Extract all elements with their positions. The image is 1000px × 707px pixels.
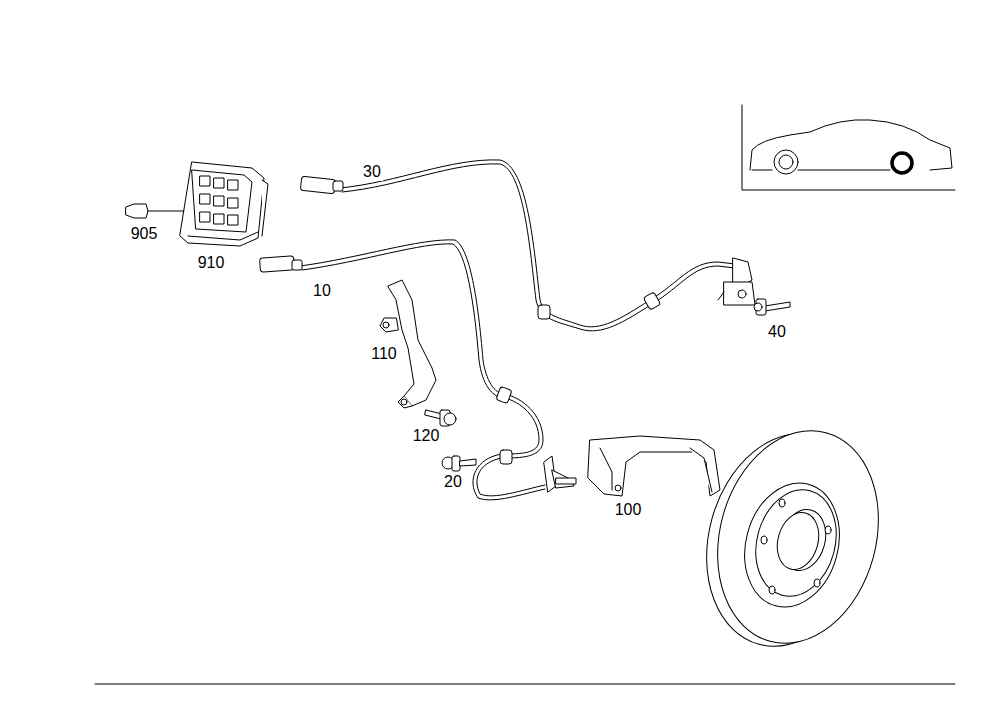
bolt <box>754 299 790 315</box>
callout-number: 120 <box>411 427 442 445</box>
car-outline <box>750 120 952 170</box>
rear-wheel-highlight <box>892 153 912 173</box>
callout-number: 20 <box>442 473 464 491</box>
front-wheel-hub <box>779 155 793 169</box>
callout-number: 110 <box>369 345 399 363</box>
sensor-bracket <box>588 436 720 496</box>
front-wheel <box>774 150 798 174</box>
brake-disc <box>684 412 902 664</box>
vehicle-locator <box>742 105 955 190</box>
callout-number: 910 <box>196 254 227 272</box>
cable-bracket <box>380 280 436 408</box>
callout-number: 905 <box>129 225 160 243</box>
bolt <box>425 410 456 426</box>
page-rule <box>95 684 955 685</box>
callout-number: 30 <box>361 163 383 181</box>
callout-number: 40 <box>766 323 788 341</box>
sensor-wire <box>260 240 576 500</box>
inset-frame <box>742 105 955 190</box>
callout-number: 100 <box>613 501 644 519</box>
callout-number: 10 <box>311 282 333 300</box>
bolt <box>442 456 476 471</box>
connector-housing <box>180 162 268 246</box>
sensor-wire <box>300 160 755 331</box>
